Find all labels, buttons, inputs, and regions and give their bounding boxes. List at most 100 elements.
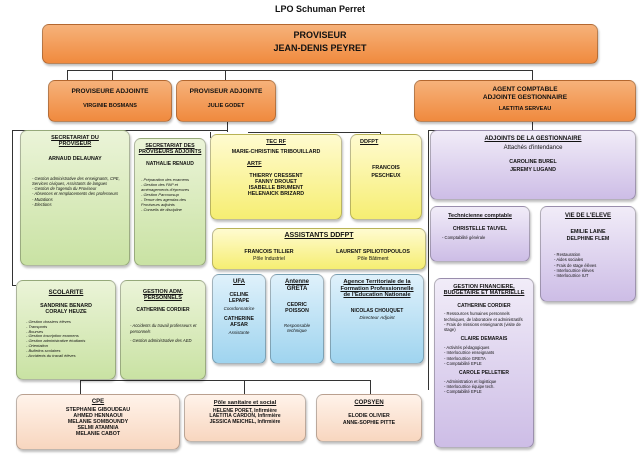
list-item: - Ressources humaines personnels techniq… <box>444 311 523 322</box>
gestion-fin-p1-name: CATHERINE CORDIER <box>457 302 511 309</box>
list-item: - Gestion inscription examens <box>26 333 79 339</box>
gestion-fin-p3-list: - Administration et logistique - Interlo… <box>441 379 531 395</box>
vie-eleve-title: VIE DE L'ELEVE <box>564 213 612 219</box>
list-item: - Accidents du travail professeurs et pe… <box>130 323 197 334</box>
vie-eleve-box: VIE DE L'ELEVE EMILIE LAINE DELPHINE FLE… <box>540 206 636 302</box>
gestion-personnels-title2: PERSONNELS <box>144 295 182 302</box>
scolarite-name: CORALY HEUZE <box>45 308 87 315</box>
greta-name: CEDRIC POISSON <box>285 301 309 314</box>
vie-eleve-list: - Restauration - Aides sociales - Frais … <box>551 252 635 278</box>
list-item: - Frais de missions enseignants (visite … <box>444 321 521 333</box>
list-item: - Restauration <box>554 252 581 258</box>
assistants-ddfpt-box: ASSISTANTS DDFPT FRANCOIS TILLIER Pôle I… <box>212 228 426 270</box>
artf-title: ARTF <box>247 161 262 168</box>
list-item: - Interlocutrice élèves <box>554 267 594 273</box>
list-item: - Interlocutrice GRETA <box>444 355 486 361</box>
adjoint2-title: PROVISEUR ADJOINTE <box>189 88 263 95</box>
list-item: - Interlocutrice équipe tech. <box>444 384 495 390</box>
adjoint2-name: JULIE GODET <box>207 103 245 110</box>
connector <box>225 70 226 80</box>
list-item: - Gestion des PAP et aménagements d'épre… <box>141 181 190 192</box>
secretariat-proviseur-box: SECRETARIAT DU PROVISEUR ARNAUD DELAUNAY… <box>20 130 130 266</box>
list-item: - Interlocutrice enseignants <box>444 350 495 356</box>
connector <box>532 122 533 130</box>
agent-comptable-box: AGENT COMPTABLE ADJOINTE GESTIONNAIRE LA… <box>414 80 636 122</box>
list-item: - Préparation des examens <box>141 176 190 182</box>
sec-proviseur-list: - Gestion administrative des enseignants… <box>29 176 125 208</box>
scolarite-title: SCOLARITE <box>48 290 84 296</box>
list-item: - Comptabilité générale <box>442 235 486 241</box>
sec-adjoints-title: SECRETARIAT DES PROVISEURS ADJOINTS <box>138 143 202 156</box>
greta-role: Responsable technique <box>283 322 311 333</box>
proviseure-adjointe-box: PROVISEURE ADJOINTE VIRGINIE BOSMANS <box>48 80 172 122</box>
ufa-box: UFA CELINE LEPAPE Coordonnatrice CATHERI… <box>212 274 266 364</box>
connector <box>80 380 81 394</box>
assistant-1-role: Pôle Industriel <box>253 256 285 262</box>
gestion-fin-p3-name: CAROLE PELLETIER <box>458 370 509 377</box>
list-item: - Gestion Parcoursup <box>141 191 179 197</box>
cpe-name: STEPHANIE GIBOUDEAU <box>65 406 131 413</box>
assistants-title: ASSISTANTS DDFPT <box>284 232 354 239</box>
list-item: - Mutations <box>32 196 53 202</box>
pole-sanitaire-box: Pôle sanitaire et social HELENE PORET, I… <box>184 394 306 442</box>
ufa-title: UFA <box>233 279 245 285</box>
tech-comptable-list: - Comptabilité générale <box>439 235 529 240</box>
proviseur-adjointe-box: PROVISEUR ADJOINTE JULIE GODET <box>176 80 276 122</box>
ddfpt-name1: FRANCOIS <box>372 165 400 172</box>
list-item: - Orientation <box>26 343 49 349</box>
gestion-personnels-list: - Accidents du travail professeurs et pe… <box>127 323 203 343</box>
list-item: - Gestion de l'agenda du Proviseur <box>32 186 97 192</box>
scolarite-name: SANDRINE BENARD <box>40 302 92 309</box>
artf-name: FANNY DROUET <box>255 178 297 185</box>
adjoints-gestion-name: CAROLINE BUREL <box>509 158 557 165</box>
gestion-fin-title: GESTION FINANCIERE, BUDGETAIRE ET MATERI… <box>443 284 525 297</box>
agence-territoriale-box: Agence Territoriale de la Formation Prof… <box>330 274 424 364</box>
cpe-name: AHMED HENNAOUI <box>73 412 123 419</box>
copsyen-box: COPSYEN ELODIE OLIVIER ANNE-SOPHIE PITTE <box>316 394 422 442</box>
connector <box>67 70 68 80</box>
connector <box>428 130 429 390</box>
agence-title: Agence Territoriale de la Formation Prof… <box>340 279 414 299</box>
list-item: - Comptabilité EPLE <box>444 389 482 395</box>
tec-title: TEC RF <box>266 139 286 145</box>
adjoints-gestion-title1: ADJOINTS DE LA GESTIONNAIRE <box>484 136 582 142</box>
artf-name: HELENAICK BRIZARD <box>247 190 305 197</box>
list-item: - Aides sociales <box>554 257 584 263</box>
assistant-1-name: FRANCOIS TILLIER <box>244 249 294 255</box>
greta-title2: GRETA <box>286 285 308 292</box>
sec-adjoints-name: NATHALIE RENAUD <box>146 161 194 168</box>
adjoints-gestionnaire-box: ADJOINTS DE LA GESTIONNAIRE Attachés d'i… <box>430 130 636 200</box>
gestion-financiere-box: GESTION FINANCIERE, BUDGETAIRE ET MATERI… <box>434 278 534 448</box>
list-item: - Absences et remplacements des professe… <box>32 191 119 197</box>
tec-rf-box: TEC RF MARIE-CHRISTINE TRIBOUILLARD ARTF… <box>210 134 342 220</box>
page-title: LPO Schuman Perret <box>274 4 366 14</box>
agence-name: NICOLAS CHOUQUET <box>350 307 404 314</box>
list-item: - Comptabilité EPLE <box>444 360 482 366</box>
agent-title2: ADJOINTE GESTIONNAIRE <box>482 94 568 102</box>
adjoint1-name: VIRGINIE BOSMANS <box>83 103 137 110</box>
connector <box>244 380 245 394</box>
cpe-name: MELANIE CABOT <box>75 431 121 438</box>
connector <box>210 132 211 138</box>
antenne-greta-box: Antenne GRETA CEDRIC POISSON Responsable… <box>270 274 324 364</box>
connector <box>532 70 533 80</box>
list-item: - Administration et logistique <box>444 378 497 384</box>
proviseur-box: PROVISEUR JEAN-DENIS PEYRET <box>42 24 598 64</box>
sec-proviseur-name: ARNAUD DELAUNAY <box>48 155 102 162</box>
gestion-personnels-title1: GESTION ADM. <box>142 289 184 295</box>
agent-title1: AGENT COMPTABLE <box>492 86 558 93</box>
list-item: - Bourses <box>26 328 44 334</box>
gestion-personnels-box: GESTION ADM. PERSONNELS CATHERINE CORDIE… <box>120 280 206 380</box>
connector <box>370 380 371 394</box>
tech-comptable-name: CHRISTELLE TAUVEL <box>452 226 508 233</box>
copsyen-name: ELODIE OLIVIER <box>348 412 390 419</box>
cpe-name: MELANIE SOMBOUNDY <box>67 419 129 426</box>
sec-adjoints-list: - Préparation des examens - Gestion des … <box>138 177 203 212</box>
gestion-personnels-name: CATHERINE CORDIER <box>136 306 190 313</box>
pole-sanitaire-name: JESSICA MEICHEL, Infirmière <box>209 419 281 426</box>
list-item: - Gestion administrative des enseignants… <box>32 175 120 186</box>
list-item: - Tenue des agendas des Proviseurs adjoi… <box>141 196 186 207</box>
agent-name: LAETITIA SERVEAU <box>498 105 552 112</box>
cpe-box: CPE STEPHANIE GIBOUDEAU AHMED HENNAOUI M… <box>16 394 180 450</box>
assistant-2-role: Pôle Bâtiment <box>357 256 389 262</box>
